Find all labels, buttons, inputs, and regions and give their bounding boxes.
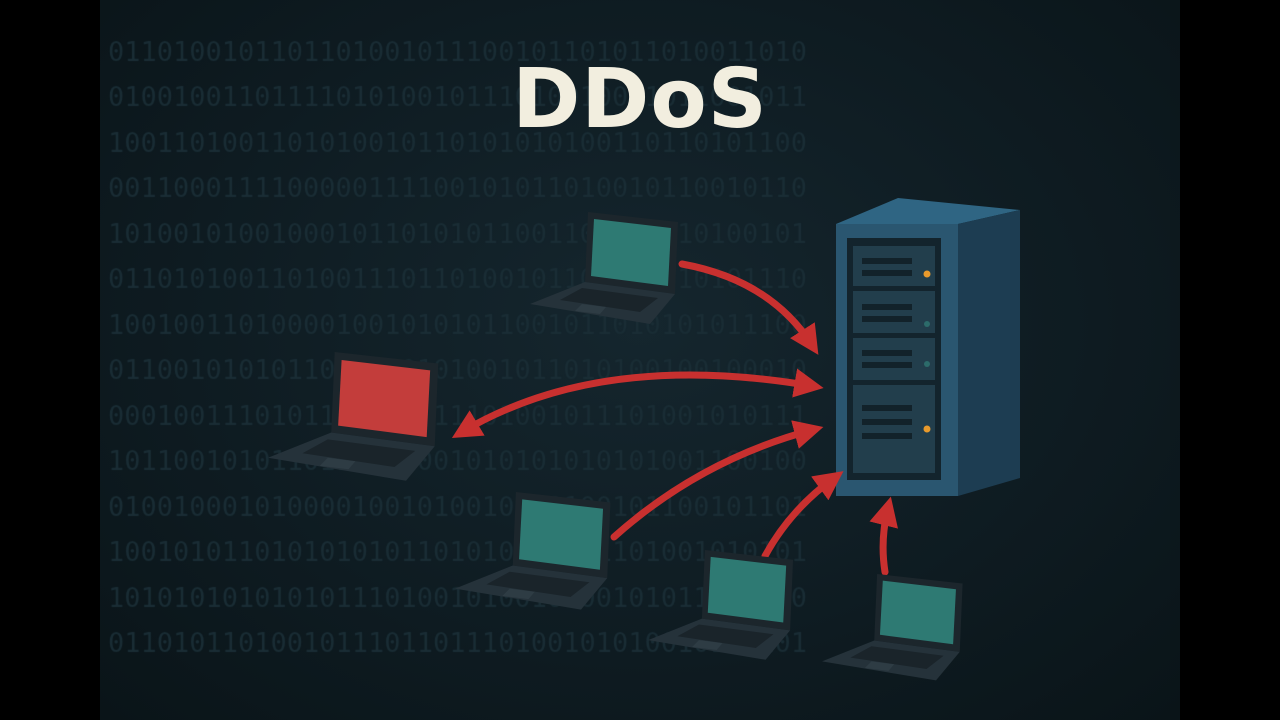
led-amber bbox=[923, 270, 931, 278]
laptop-icon bbox=[822, 574, 963, 681]
laptops bbox=[268, 212, 963, 681]
laptop-icon bbox=[455, 492, 611, 610]
arrow-icon bbox=[610, 420, 824, 541]
laptop-icon bbox=[530, 212, 678, 324]
arrow-icon bbox=[451, 368, 824, 439]
led-amber bbox=[923, 425, 931, 433]
laptop-icon bbox=[648, 550, 794, 660]
title: DDoS bbox=[512, 52, 768, 147]
server-icon bbox=[836, 198, 1020, 496]
led-teal bbox=[924, 321, 930, 327]
arrow-icon bbox=[761, 471, 844, 560]
arrow-icon bbox=[678, 260, 819, 355]
victim-laptop-icon bbox=[268, 352, 439, 481]
arrow-icon bbox=[869, 496, 898, 576]
led-teal bbox=[924, 361, 930, 367]
